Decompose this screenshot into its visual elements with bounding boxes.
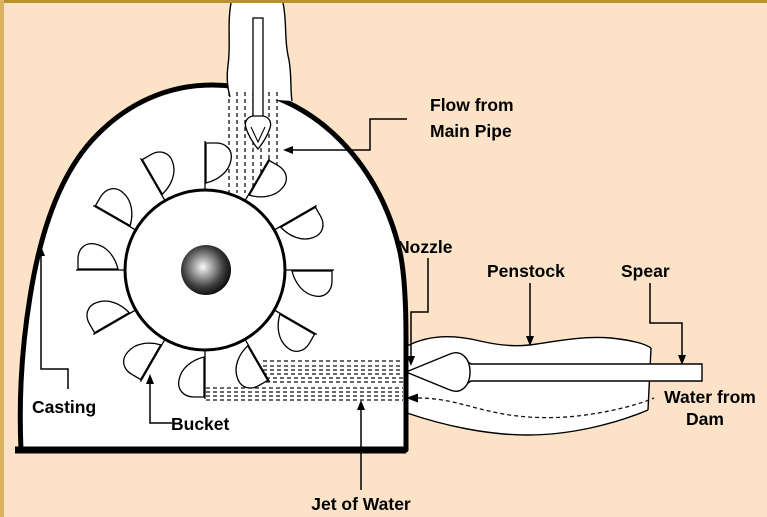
frame-left-border: [0, 0, 4, 517]
spear-leader-arrow: [649, 283, 686, 365]
frame-top-border: [0, 0, 767, 3]
label-flow-from-line1: Flow from: [430, 95, 514, 115]
label-bucket: Bucket: [171, 414, 230, 434]
label-jet-of-water: Jet of Water: [311, 494, 411, 514]
flow-direction-arrow: [244, 17, 272, 151]
wheel-hub: [181, 245, 231, 295]
label-casting: Casting: [32, 397, 96, 417]
casting-leader-arrow: [37, 246, 69, 389]
label-penstock: Penstock: [487, 261, 565, 281]
label-water-from-dam-line1: Water from: [664, 387, 756, 407]
penstock-flow-arrowhead: [406, 393, 418, 403]
label-water-from-dam-line2: Dam: [686, 409, 724, 429]
label-spear: Spear: [621, 261, 670, 281]
flow-from-main-pipe-leader-arrow: [283, 118, 407, 154]
jet-dashed-lines: [206, 360, 403, 401]
bucket-leader-arrow: [146, 374, 172, 424]
nozzle-leader-arrow: [407, 258, 429, 366]
spear-head: [404, 352, 471, 392]
label-flow-from-line2: Main Pipe: [430, 121, 512, 141]
label-nozzle: Nozzle: [397, 237, 453, 257]
